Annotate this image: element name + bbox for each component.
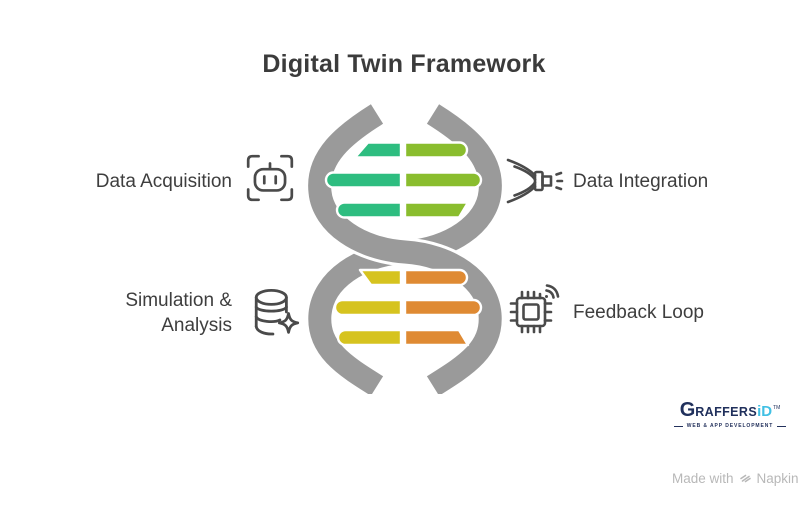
logo-text-id: iD — [757, 403, 773, 420]
label-data-acquisition: Data Acquisition — [95, 171, 232, 192]
rung-4-right — [403, 268, 469, 287]
page-title: Digital Twin Framework — [262, 50, 546, 78]
cable-merge-icon — [506, 157, 564, 205]
label-feedback-loop: Feedback Loop — [573, 302, 704, 323]
rung-2-right — [403, 171, 483, 189]
label-simulation-analysis: Simulation & Analysis — [125, 290, 232, 336]
rung-3-right — [403, 201, 470, 219]
rung-6-left — [336, 328, 403, 347]
label-data-integration: Data Integration — [573, 171, 709, 192]
logo-text-raffers: RAFFERS — [695, 405, 758, 419]
credit-prefix: Made with — [672, 470, 734, 486]
dna-helix-graphic — [299, 101, 521, 399]
tagline-dash-right — [777, 425, 787, 427]
dna-helix-svg — [305, 101, 505, 399]
rung-2-left — [324, 171, 403, 189]
database-sparkle-icon — [246, 285, 302, 341]
tagline-dash-left — [673, 425, 683, 427]
rung-6-right — [403, 328, 470, 347]
napkin-icon — [739, 470, 752, 486]
helix-rungs-bottom — [333, 268, 483, 347]
tagline-text: WEB & APP DEVELOPMENT — [686, 423, 774, 429]
rung-1-right — [403, 141, 469, 159]
logo-tagline: WEB & APP DEVELOPMENT — [660, 423, 800, 429]
logo-trademark: TM — [773, 405, 781, 411]
helix-strand-left — [308, 104, 502, 396]
rung-5-right — [403, 298, 483, 317]
chip-signal-icon — [505, 282, 563, 338]
helix-rungs-top — [324, 141, 483, 219]
logo-letter-g: G — [679, 399, 696, 421]
robot-scan-icon — [243, 151, 297, 205]
rung-4-left — [358, 268, 403, 287]
made-with-napkin-credit: Made with Napkin — [672, 470, 799, 486]
credit-brand: Napkin — [756, 470, 799, 486]
rung-1-left — [353, 141, 403, 159]
rung-5-left — [333, 298, 403, 317]
rung-3-left — [335, 201, 403, 219]
